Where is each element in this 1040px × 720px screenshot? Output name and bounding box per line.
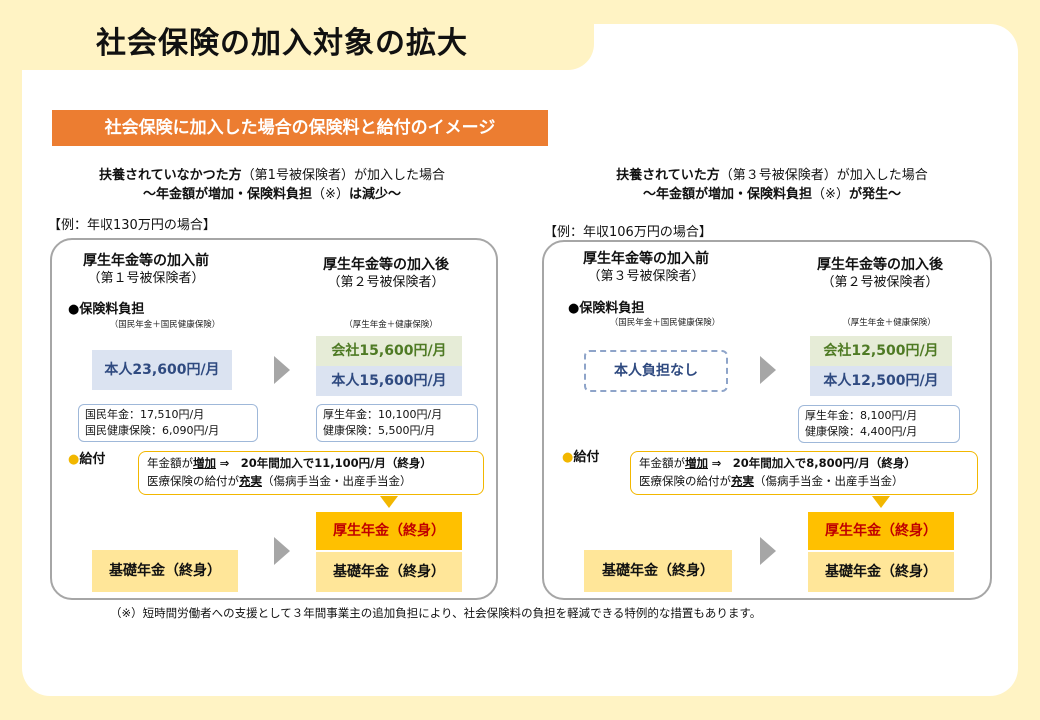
left-before-detail: 国民年金：17,510円/月国民健康保険：6,090円/月 [78, 404, 258, 442]
left-before-subtitle: （第１号被保険者） [87, 271, 205, 286]
left-premium-label: ●保険料負担 [68, 302, 145, 317]
right-benefit-label: ●給付 [562, 450, 600, 465]
right-kiso-before: 基礎年金（終身） [584, 550, 732, 592]
right-benefit-callout: 年金額が増加 ⇒ 20年間加入で8,800円/月（終身） 医療保険の給付が充実（… [630, 451, 978, 495]
left-before-title: 厚生年金等の加入前 [83, 253, 209, 269]
right-after-subtitle: （第２号被保険者） [821, 275, 939, 290]
right-example-label: 【例：年収106万円の場合】 [544, 225, 712, 240]
left-benefit-label: ●給付 [68, 452, 106, 467]
left-company-amount: 会社15,600円/月 [316, 336, 462, 366]
title-tab [0, 0, 594, 70]
right-callout-pointer [872, 496, 890, 508]
left-heading-line1: 扶養されていなかつた方（第1号被保険者）が加入した場合 [99, 168, 445, 183]
right-benefit-arrow [760, 537, 776, 565]
left-kiso-before: 基礎年金（終身） [92, 550, 238, 592]
footnote: （※）短時間労働者への支援として３年間事業主の追加負担により、社会保険料の負担を… [110, 606, 762, 620]
right-premium-label: ●保険料負担 [568, 301, 645, 316]
left-kosei-nenkin: 厚生年金（終身） [316, 512, 462, 550]
right-after-detail: 厚生年金：8,100円/月健康保険：4,400円/月 [798, 405, 960, 443]
right-before-amount: 本人負担なし [584, 350, 728, 392]
left-premium-arrow [274, 356, 290, 384]
right-premium-arrow [760, 356, 776, 384]
left-benefit-callout: 年金額が増加 ⇒ 20年間加入で11,100円/月（終身） 医療保険の給付が充実… [138, 451, 484, 495]
right-before-subtitle: （第３号被保険者） [587, 269, 705, 284]
right-heading-line2: ～年金額が増加・保険料負担（※）が発生～ [643, 187, 901, 202]
right-before-title: 厚生年金等の加入前 [583, 251, 709, 267]
right-kosei-nenkin: 厚生年金（終身） [808, 512, 954, 550]
left-after-title: 厚生年金等の加入後 [323, 257, 449, 273]
right-after-title: 厚生年金等の加入後 [817, 257, 943, 273]
left-kiso-after: 基礎年金（終身） [316, 552, 462, 592]
right-after-small: （厚生年金＋健康保険） [842, 318, 936, 328]
left-after-small: （厚生年金＋健康保険） [344, 320, 438, 330]
left-benefit-arrow [274, 537, 290, 565]
left-after-detail: 厚生年金：10,100円/月健康保険：5,500円/月 [316, 404, 478, 442]
right-self-amount: 本人12,500円/月 [810, 366, 952, 396]
right-before-small: （国民年金＋国民健康保険） [609, 318, 721, 328]
right-kiso-after: 基礎年金（終身） [808, 552, 954, 592]
left-after-subtitle: （第２号被保険者） [327, 275, 445, 290]
section-banner: 社会保険に加入した場合の保険料と給付のイメージ [52, 110, 548, 146]
page-title: 社会保険の加入対象の拡大 [96, 26, 468, 61]
left-heading-line2: ～年金額が増加・保険料負担（※）は減少～ [143, 187, 401, 202]
left-example-label: 【例：年収130万円の場合】 [48, 218, 216, 233]
right-company-amount: 会社12,500円/月 [810, 336, 952, 366]
right-heading-line1: 扶養されていた方（第３号被保険者）が加入した場合 [616, 168, 928, 183]
left-before-small: （国民年金＋国民健康保険） [109, 320, 221, 330]
left-self-amount: 本人15,600円/月 [316, 366, 462, 396]
left-before-amount: 本人23,600円/月 [92, 350, 232, 390]
left-callout-pointer [380, 496, 398, 508]
